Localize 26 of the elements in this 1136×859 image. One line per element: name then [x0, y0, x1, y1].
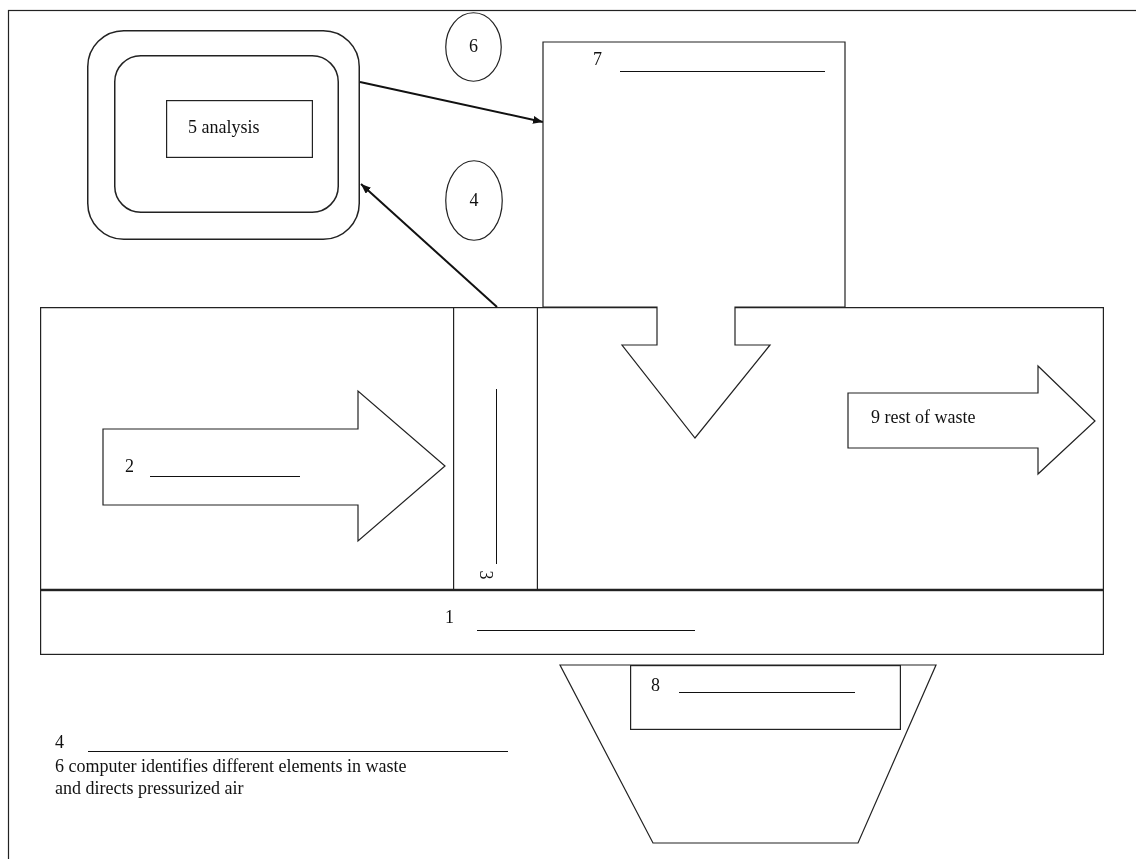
- conveyor-band: [40, 590, 1104, 655]
- collection-hopper: [560, 665, 936, 843]
- label-box: [166, 100, 313, 158]
- number-label: 6: [469, 37, 478, 57]
- rounded-frame: [87, 30, 360, 240]
- right-block-arrow: [848, 366, 1096, 476]
- arrow: [359, 81, 544, 124]
- part-label: 3: [475, 570, 496, 580]
- note-text: 6 computer identifies different elements in waste and directs pressurized air: [55, 756, 408, 800]
- down-block-arrow: [543, 42, 845, 438]
- part-label: 7: [593, 50, 602, 70]
- part-label: 2: [125, 457, 134, 477]
- label-box: [630, 665, 901, 730]
- number-circle: [445, 12, 502, 82]
- arrow: [360, 183, 498, 308]
- right-block-arrow: [103, 391, 445, 541]
- number-circle: [445, 160, 503, 241]
- note-text: 4: [55, 732, 65, 754]
- part-label: 1: [445, 608, 454, 628]
- part-label: 8: [651, 676, 660, 696]
- rounded-frame: [114, 55, 339, 213]
- number-label: 4: [469, 190, 479, 211]
- sensor-strip: [453, 307, 538, 590]
- part-label: 5 analysis: [188, 118, 260, 138]
- machine-panel: [40, 307, 1104, 590]
- part-label: 9 rest of waste: [871, 408, 976, 428]
